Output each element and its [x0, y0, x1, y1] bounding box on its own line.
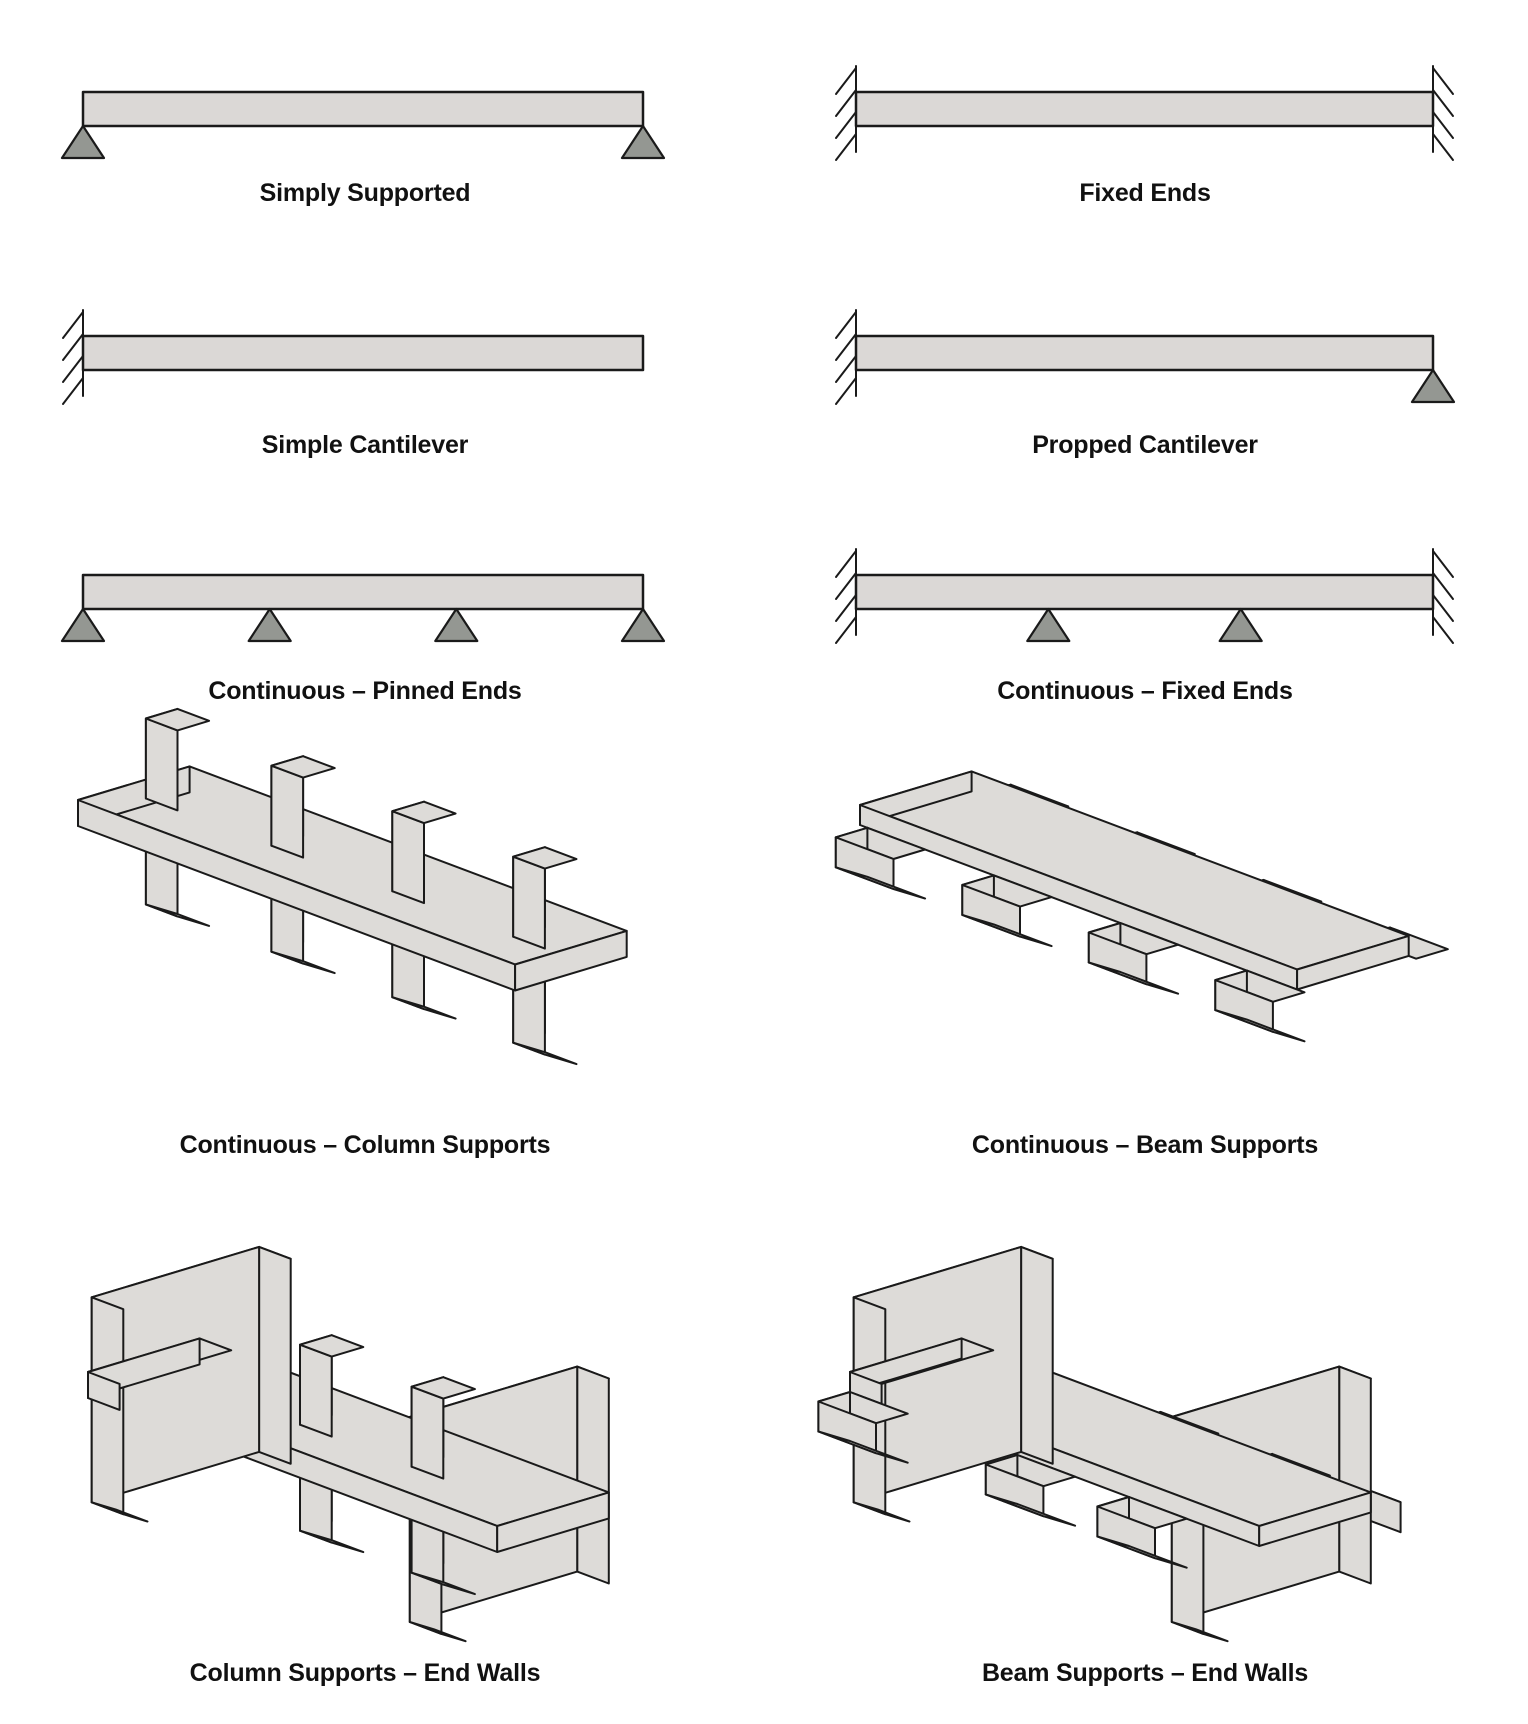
simply-supported-drawing — [60, 90, 666, 160]
continuous-pinned-ends-drawing — [60, 573, 666, 643]
label-continuous-column-supports: Continuous – Column Supports — [179, 1131, 551, 1159]
simple-cantilever-drawing — [62, 309, 645, 405]
continuous-column-supports-drawing — [77, 707, 628, 1066]
continuous-beam-supports-drawing — [834, 770, 1449, 1043]
label-beam-supports-end-walls: Beam Supports – End Walls — [981, 1659, 1309, 1687]
label-continuous-beam-supports: Continuous – Beam Supports — [971, 1131, 1319, 1159]
label-column-supports-end-walls: Column Supports – End Walls — [189, 1659, 541, 1687]
beam-supports-end-walls-drawing — [817, 1245, 1402, 1643]
label-continuous-fixed-ends: Continuous – Fixed Ends — [997, 677, 1293, 705]
label-propped-cantilever: Propped Cantilever — [1032, 431, 1258, 459]
propped-cantilever-drawing — [835, 309, 1456, 405]
fixed-ends-drawing — [835, 65, 1454, 161]
label-continuous-pinned-ends: Continuous – Pinned Ends — [208, 677, 522, 705]
label-fixed-ends: Fixed Ends — [1079, 179, 1211, 207]
label-simply-supported: Simply Supported — [259, 179, 471, 207]
label-simple-cantilever: Simple Cantilever — [261, 431, 469, 459]
column-supports-end-walls-drawing — [87, 1245, 610, 1643]
continuous-fixed-ends-drawing — [835, 548, 1454, 644]
